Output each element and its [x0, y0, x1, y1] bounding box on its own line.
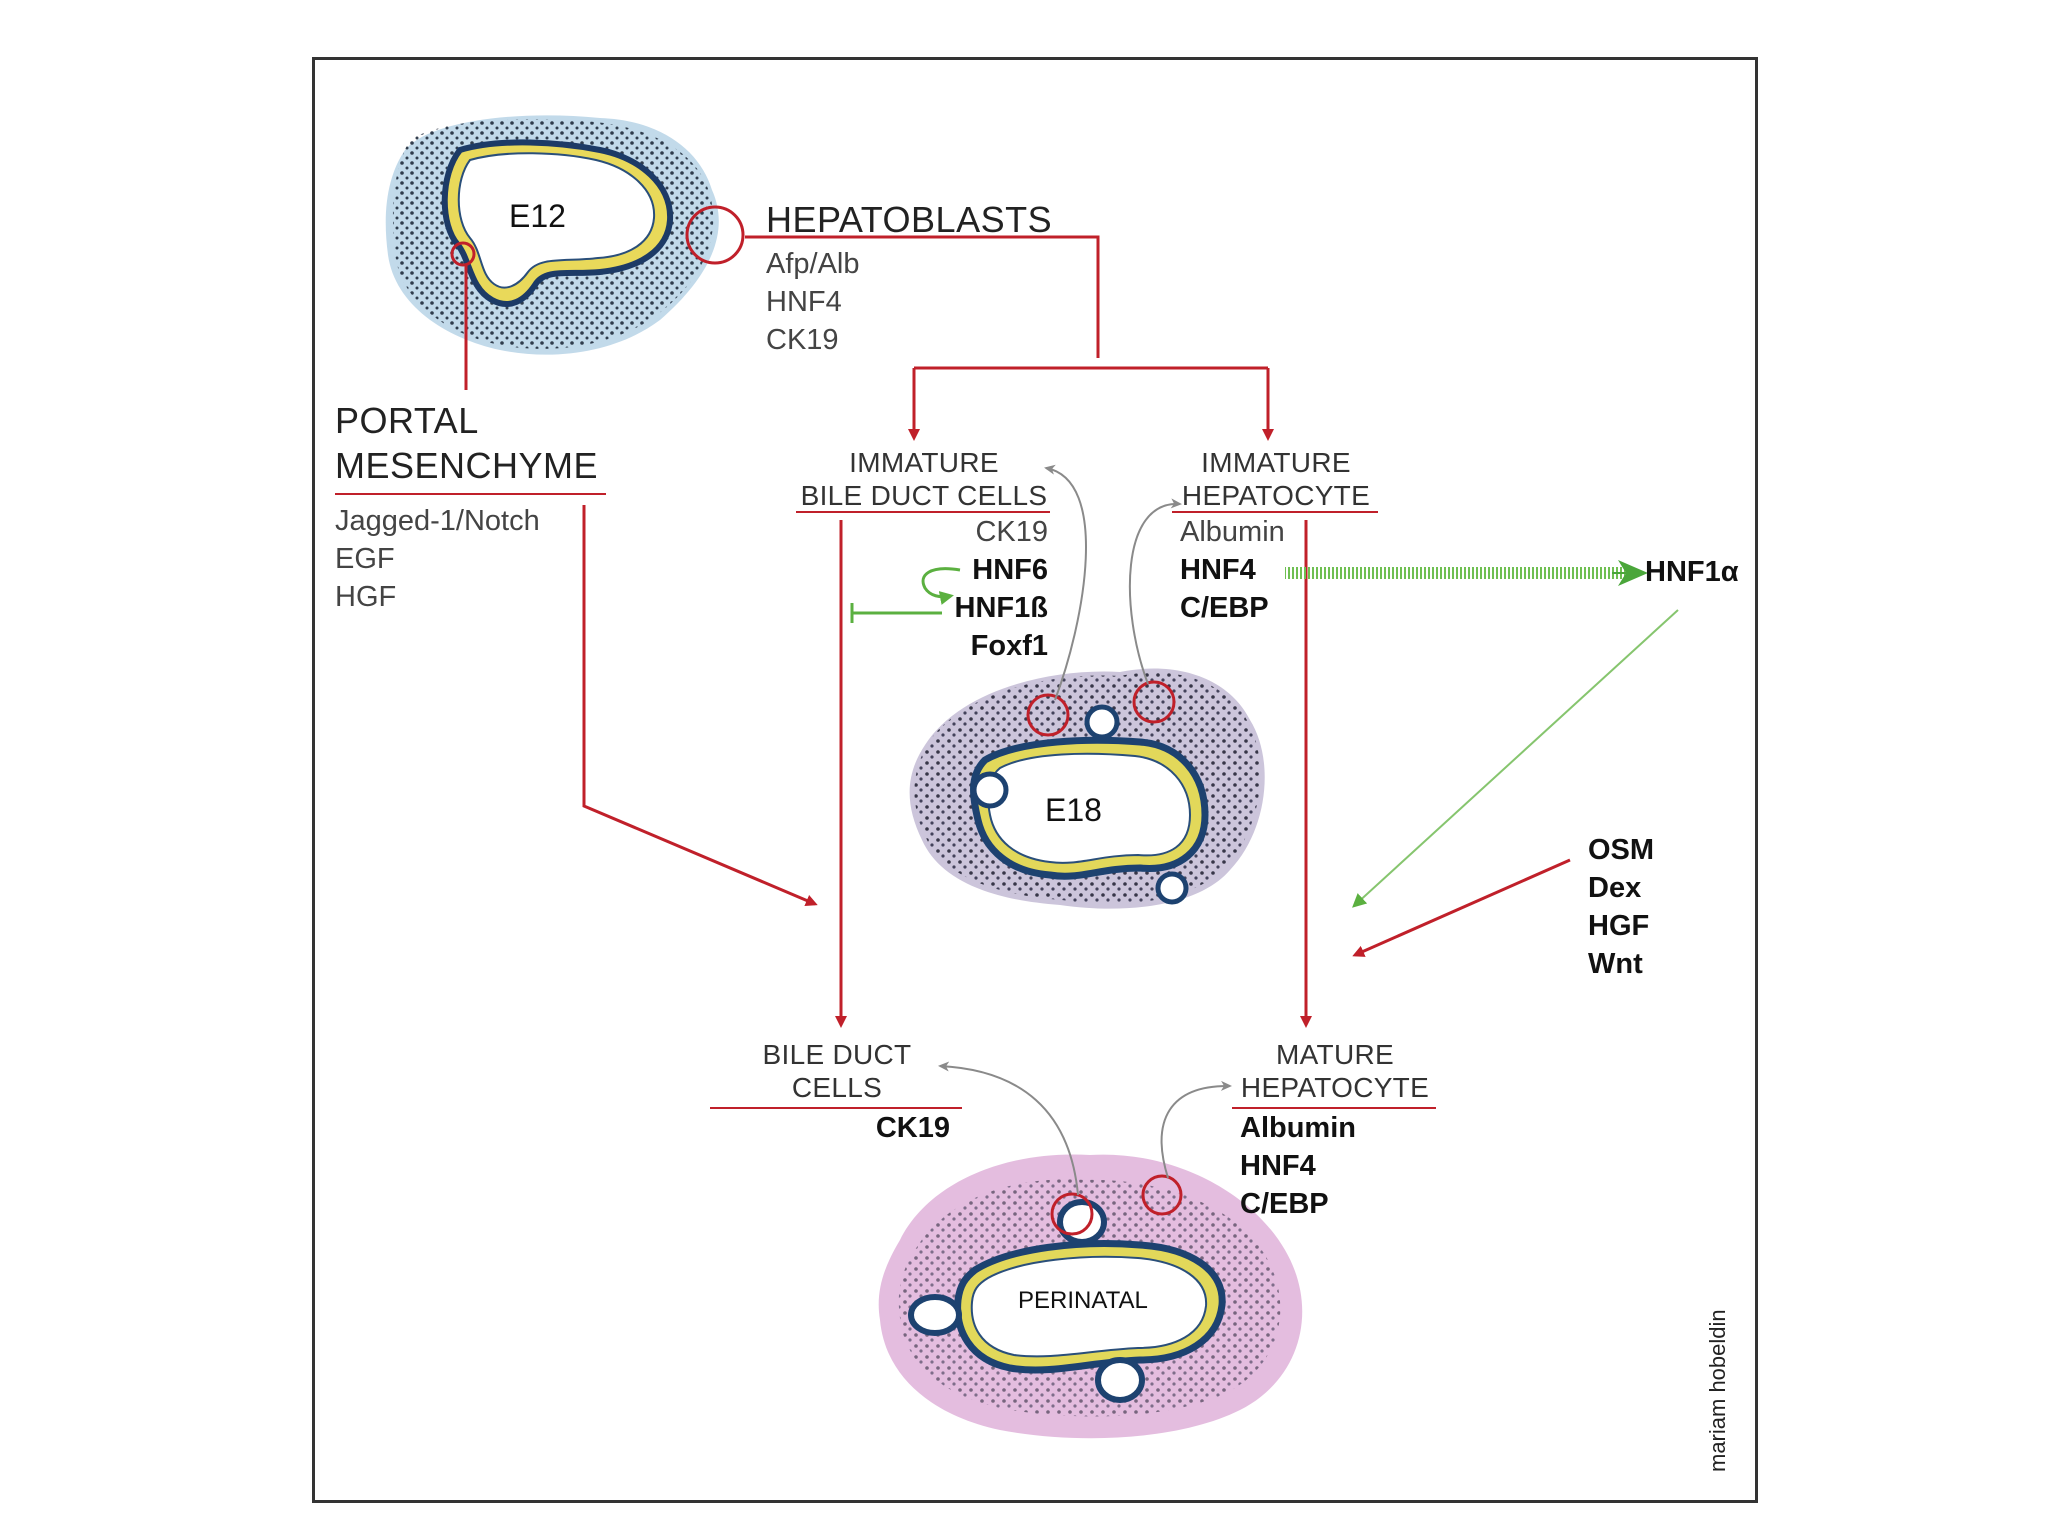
maturation-factor: OSM	[1588, 834, 1655, 866]
e18-duct-left	[971, 771, 1009, 809]
arrow-hnf1a-to-maturation	[1352, 609, 1679, 908]
immature-bile-duct-tf: Foxf1	[970, 630, 1048, 662]
mature-hepatocyte-marker: C/EBP	[1240, 1188, 1329, 1220]
perinatal-duct-bottom	[1095, 1357, 1145, 1403]
portal-signal: HGF	[335, 581, 397, 613]
maturation-factor: Dex	[1588, 872, 1642, 904]
perinatal-section	[878, 1154, 1303, 1439]
perinatal-duct-left	[908, 1294, 962, 1336]
immature-bile-duct-tf: HNF6	[972, 554, 1048, 586]
portal-mesenchyme-title-line2: MESENCHYME	[335, 445, 599, 486]
e18-duct-top	[1084, 704, 1120, 740]
e12-lumen	[457, 152, 656, 289]
portal-signal: EGF	[335, 543, 395, 575]
e18-hepatocyte-highlight-circle	[1132, 680, 1176, 724]
e18-bile-duct-highlight-circle	[1026, 693, 1070, 737]
bile-duct-cells-title-line2: CELLS	[791, 1072, 883, 1103]
arrow-factors-to-maturation	[1352, 858, 1571, 957]
figure-frame	[312, 57, 1758, 1503]
perinatal-lumen	[970, 1255, 1208, 1358]
arrow-portal-to-bile-duct	[582, 505, 818, 907]
bile-duct-cells-title-line1: BILE DUCT	[762, 1039, 912, 1070]
gray-arrow-perinatal-to-mature-hepatocyte	[1160, 1080, 1232, 1179]
mature-hepatocyte-marker: HNF4	[1240, 1150, 1316, 1182]
hepatoblast-connector	[745, 235, 1100, 358]
mature-hepatocyte-title-line2: HEPATOCYTE	[1240, 1072, 1430, 1103]
perinatal-duct-top	[1057, 1199, 1107, 1245]
hepatoblast-highlight-circle	[685, 205, 745, 265]
perinatal-bile-duct-highlight-circle	[1050, 1192, 1094, 1236]
hepatoblasts-title: HEPATOBLASTS	[766, 199, 1053, 240]
mature-hepatocyte-title-line1: MATURE	[1276, 1039, 1394, 1070]
maturation-factor: Wnt	[1588, 948, 1643, 980]
e18-section	[909, 668, 1265, 909]
perinatal-label: PERINATAL	[1018, 1287, 1148, 1314]
portal-signal: Jagged-1/Notch	[335, 505, 540, 537]
e18-duct-bottom	[1155, 871, 1189, 905]
immature-bile-duct-tf: HNF1ß	[954, 592, 1048, 624]
hnf6-self-loop	[921, 567, 961, 605]
immature-hepatocyte-tf: C/EBP	[1180, 592, 1269, 624]
immature-hepatocyte-marker: Albumin	[1180, 516, 1285, 548]
hepatoblast-marker: HNF4	[766, 286, 842, 318]
bile-duct-cells-marker: CK19	[875, 1112, 950, 1144]
e18-lumen	[987, 752, 1192, 864]
gray-arrow-e18-to-immature-bile-duct	[1044, 464, 1087, 701]
mature-hepatocyte-marker: Albumin	[1240, 1112, 1356, 1144]
immature-bile-duct-title-line2: BILE DUCT CELLS	[800, 480, 1048, 511]
e12-section	[385, 115, 745, 355]
artist-signature: mariam hobeldin	[1705, 1309, 1730, 1472]
gray-arrow-perinatal-to-bile-duct-cells	[938, 1061, 1079, 1196]
portal-highlight-circle	[450, 241, 476, 267]
immature-bile-duct-marker: CK19	[975, 516, 1048, 548]
portal-mesenchyme-title-line1: PORTAL	[335, 400, 479, 441]
immature-bile-duct-title-line1: IMMATURE	[849, 447, 999, 478]
hepatoblast-marker: CK19	[766, 324, 839, 356]
immature-hepatocyte-title-line1: IMMATURE	[1201, 447, 1351, 478]
gray-arrow-e18-to-immature-hepatocyte	[1129, 498, 1182, 685]
e12-label: E12	[509, 198, 566, 234]
hnf1a-label: HNF1α	[1645, 556, 1739, 588]
e18-label: E18	[1045, 792, 1102, 828]
hepatoblast-marker: Afp/Alb	[766, 248, 860, 280]
immature-hepatocyte-title-line2: HEPATOCYTE	[1181, 480, 1371, 511]
perinatal-hepatocyte-highlight-circle	[1141, 1174, 1183, 1216]
maturation-factor: HGF	[1588, 910, 1650, 942]
immature-hepatocyte-tf: HNF4	[1180, 554, 1256, 586]
hnf4-to-hnf1a-hatched-arrow	[1285, 567, 1625, 579]
